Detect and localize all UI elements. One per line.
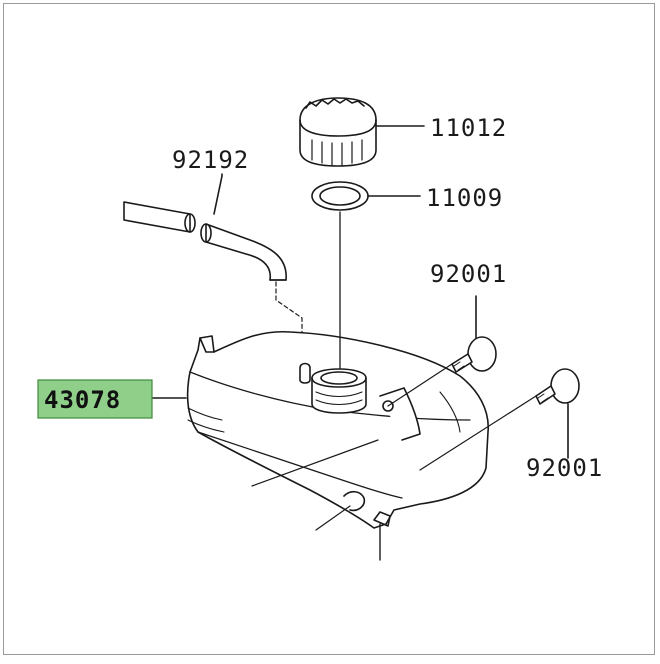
part-label-11009[interactable]: 11009 <box>426 184 503 212</box>
screw-lower-drawing <box>535 368 580 405</box>
part-label-43078[interactable]: 43078 <box>44 386 121 414</box>
mount-axis-line-2 <box>315 505 351 531</box>
screw-lower-axis <box>419 395 537 471</box>
fuel-tank-drawing <box>186 330 489 529</box>
screw-upper-axis <box>387 363 453 407</box>
gasket-drawing <box>311 181 369 211</box>
filler-cap-drawing <box>299 97 377 167</box>
highlight-box-43078 <box>37 379 153 419</box>
screw-upper-drawing <box>451 336 497 373</box>
part-label-11012[interactable]: 11012 <box>430 114 507 142</box>
part-label-92192[interactable]: 92192 <box>172 146 249 174</box>
breather-hose-drawing <box>123 201 287 281</box>
mount-axis-line-1 <box>251 439 379 487</box>
part-label-92001-lower[interactable]: 92001 <box>526 454 603 482</box>
leader-92192 <box>213 173 223 215</box>
part-label-92001-upper[interactable]: 92001 <box>430 260 507 288</box>
